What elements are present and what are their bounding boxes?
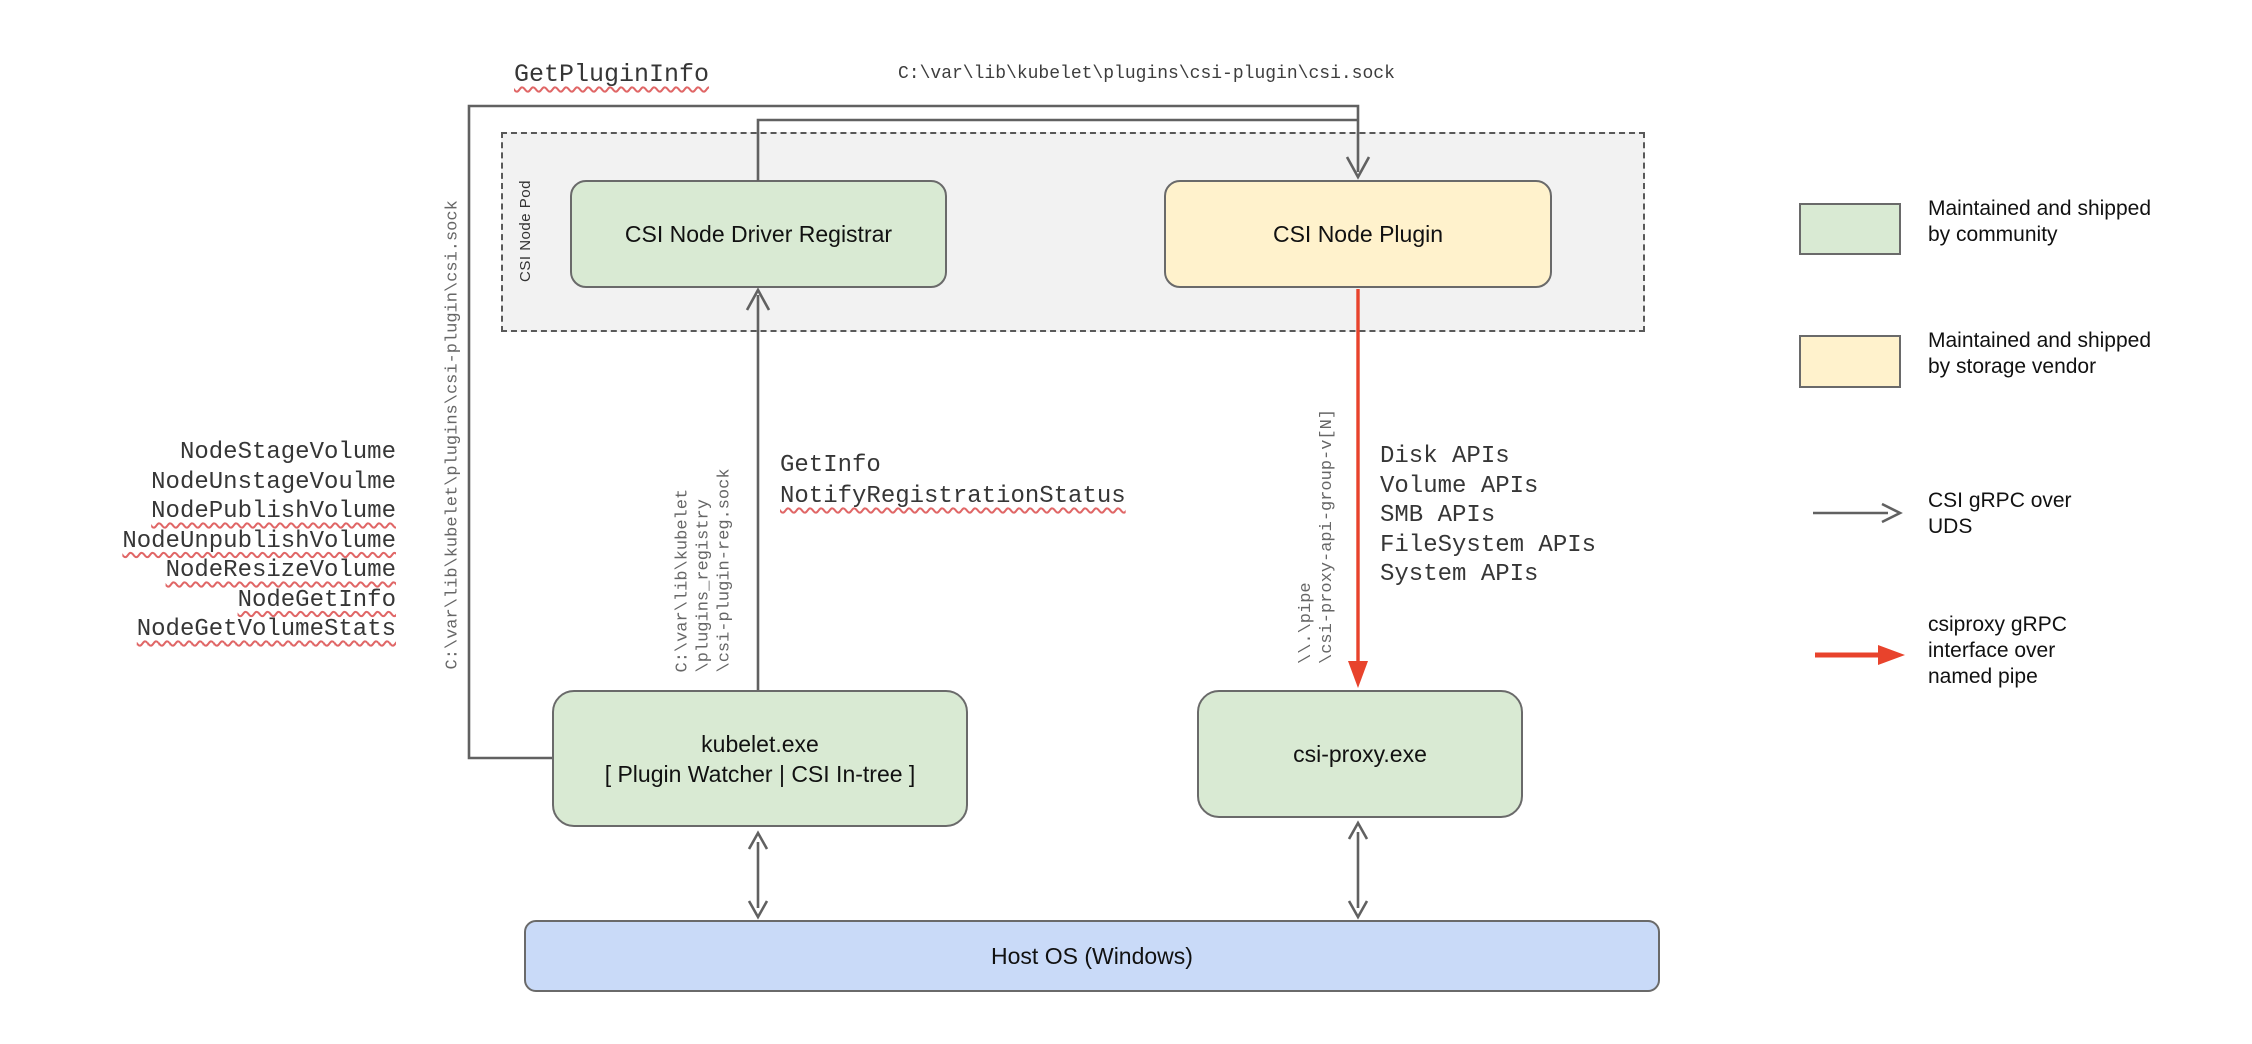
label-csi-sock-path-top: C:\var\lib\kubelet\plugins\csi-plugin\cs… bbox=[898, 64, 1395, 84]
node-csi-proxy: csi-proxy.exe bbox=[1197, 690, 1523, 818]
csi-proxy-label: csi-proxy.exe bbox=[1293, 741, 1427, 767]
label-proxy-api-list: Disk APIs Volume APIs SMB APIs FileSyste… bbox=[1380, 442, 1596, 590]
kubelet-label-line1: kubelet.exe bbox=[701, 730, 819, 757]
edge-kubelet-to-registrar bbox=[745, 287, 771, 690]
edge-csiproxy-hostos bbox=[1347, 820, 1369, 920]
notify-registration-status: NotifyRegistrationStatus bbox=[780, 483, 1126, 510]
host-os-label: Host OS (Windows) bbox=[991, 943, 1193, 969]
legend-text-storage-vendor: Maintained and shipped by storage vendor bbox=[1928, 329, 2152, 378]
label-reg-sock-path: C:\var\lib\kubelet \plugins_registry \cs… bbox=[673, 468, 735, 673]
plugin-label: CSI Node Plugin bbox=[1272, 221, 1444, 247]
proxy-api: Volume APIs bbox=[1380, 472, 1539, 500]
proxy-api: Disk APIs bbox=[1380, 443, 1510, 470]
node-call: NodeUnpublishVolume bbox=[122, 527, 396, 555]
node-call: NodeGetVolumeStats bbox=[136, 616, 396, 643]
label-node-calls-list: NodeStageVolume NodeUnstageVoulme NodePu… bbox=[100, 438, 396, 645]
legend-red-arrow bbox=[1815, 645, 1905, 665]
legend-text-community: Maintained and shipped by community bbox=[1928, 197, 2152, 246]
node-csi-node-driver-registrar: CSI Node Driver Registrar bbox=[570, 180, 947, 288]
proxy-api: FileSystem APIs bbox=[1380, 531, 1597, 559]
edge-plugin-to-csiproxy bbox=[1348, 289, 1368, 688]
node-csi-node-plugin: CSI Node Plugin bbox=[1164, 180, 1552, 288]
csi-node-pod-label: CSI Node Pod bbox=[517, 180, 534, 282]
kubelet-label-line2: [ Plugin Watcher | CSI In-tree ] bbox=[604, 760, 916, 787]
node-call: NodeUnstageVoulme bbox=[151, 468, 396, 496]
legend-text-csi-grpc-uds: CSI gRPC over UDS bbox=[1928, 489, 2072, 538]
label-get-plugin-info: GetPluginInfo bbox=[514, 60, 710, 89]
label-registration-calls: GetInfo NotifyRegistrationStatus bbox=[780, 450, 1126, 512]
legend-gray-arrow bbox=[1813, 502, 1903, 524]
edge-kubelet-hostos bbox=[747, 830, 769, 920]
proxy-api: SMB APIs bbox=[1380, 502, 1496, 530]
legend-swatch-community bbox=[1799, 203, 1901, 255]
proxy-api: System APIs bbox=[1380, 561, 1539, 589]
node-kubelet: kubelet.exe [ Plugin Watcher | CSI In-tr… bbox=[552, 690, 968, 827]
legend-text-csiproxy-grpc-pipe: csiproxy gRPC interface over named pipe bbox=[1928, 613, 2067, 688]
node-call: NodeResizeVolume bbox=[165, 557, 396, 584]
registrar-label: CSI Node Driver Registrar bbox=[624, 221, 893, 247]
node-call: NodeGetInfo bbox=[237, 586, 396, 614]
label-named-pipe-path: \\.\pipe \csi-proxy-api-group-v[N] bbox=[1297, 408, 1337, 664]
node-call: NodePublishVolume bbox=[151, 498, 396, 525]
label-csi-sock-path-vertical: C:\var\lib\kubelet\plugins\csi-plugin\cs… bbox=[443, 200, 463, 670]
legend-swatch-storage-vendor bbox=[1799, 335, 1901, 388]
node-call: NodeStageVolume bbox=[179, 439, 396, 466]
node-host-os: Host OS (Windows) bbox=[524, 920, 1660, 992]
get-info: GetInfo bbox=[780, 452, 881, 479]
